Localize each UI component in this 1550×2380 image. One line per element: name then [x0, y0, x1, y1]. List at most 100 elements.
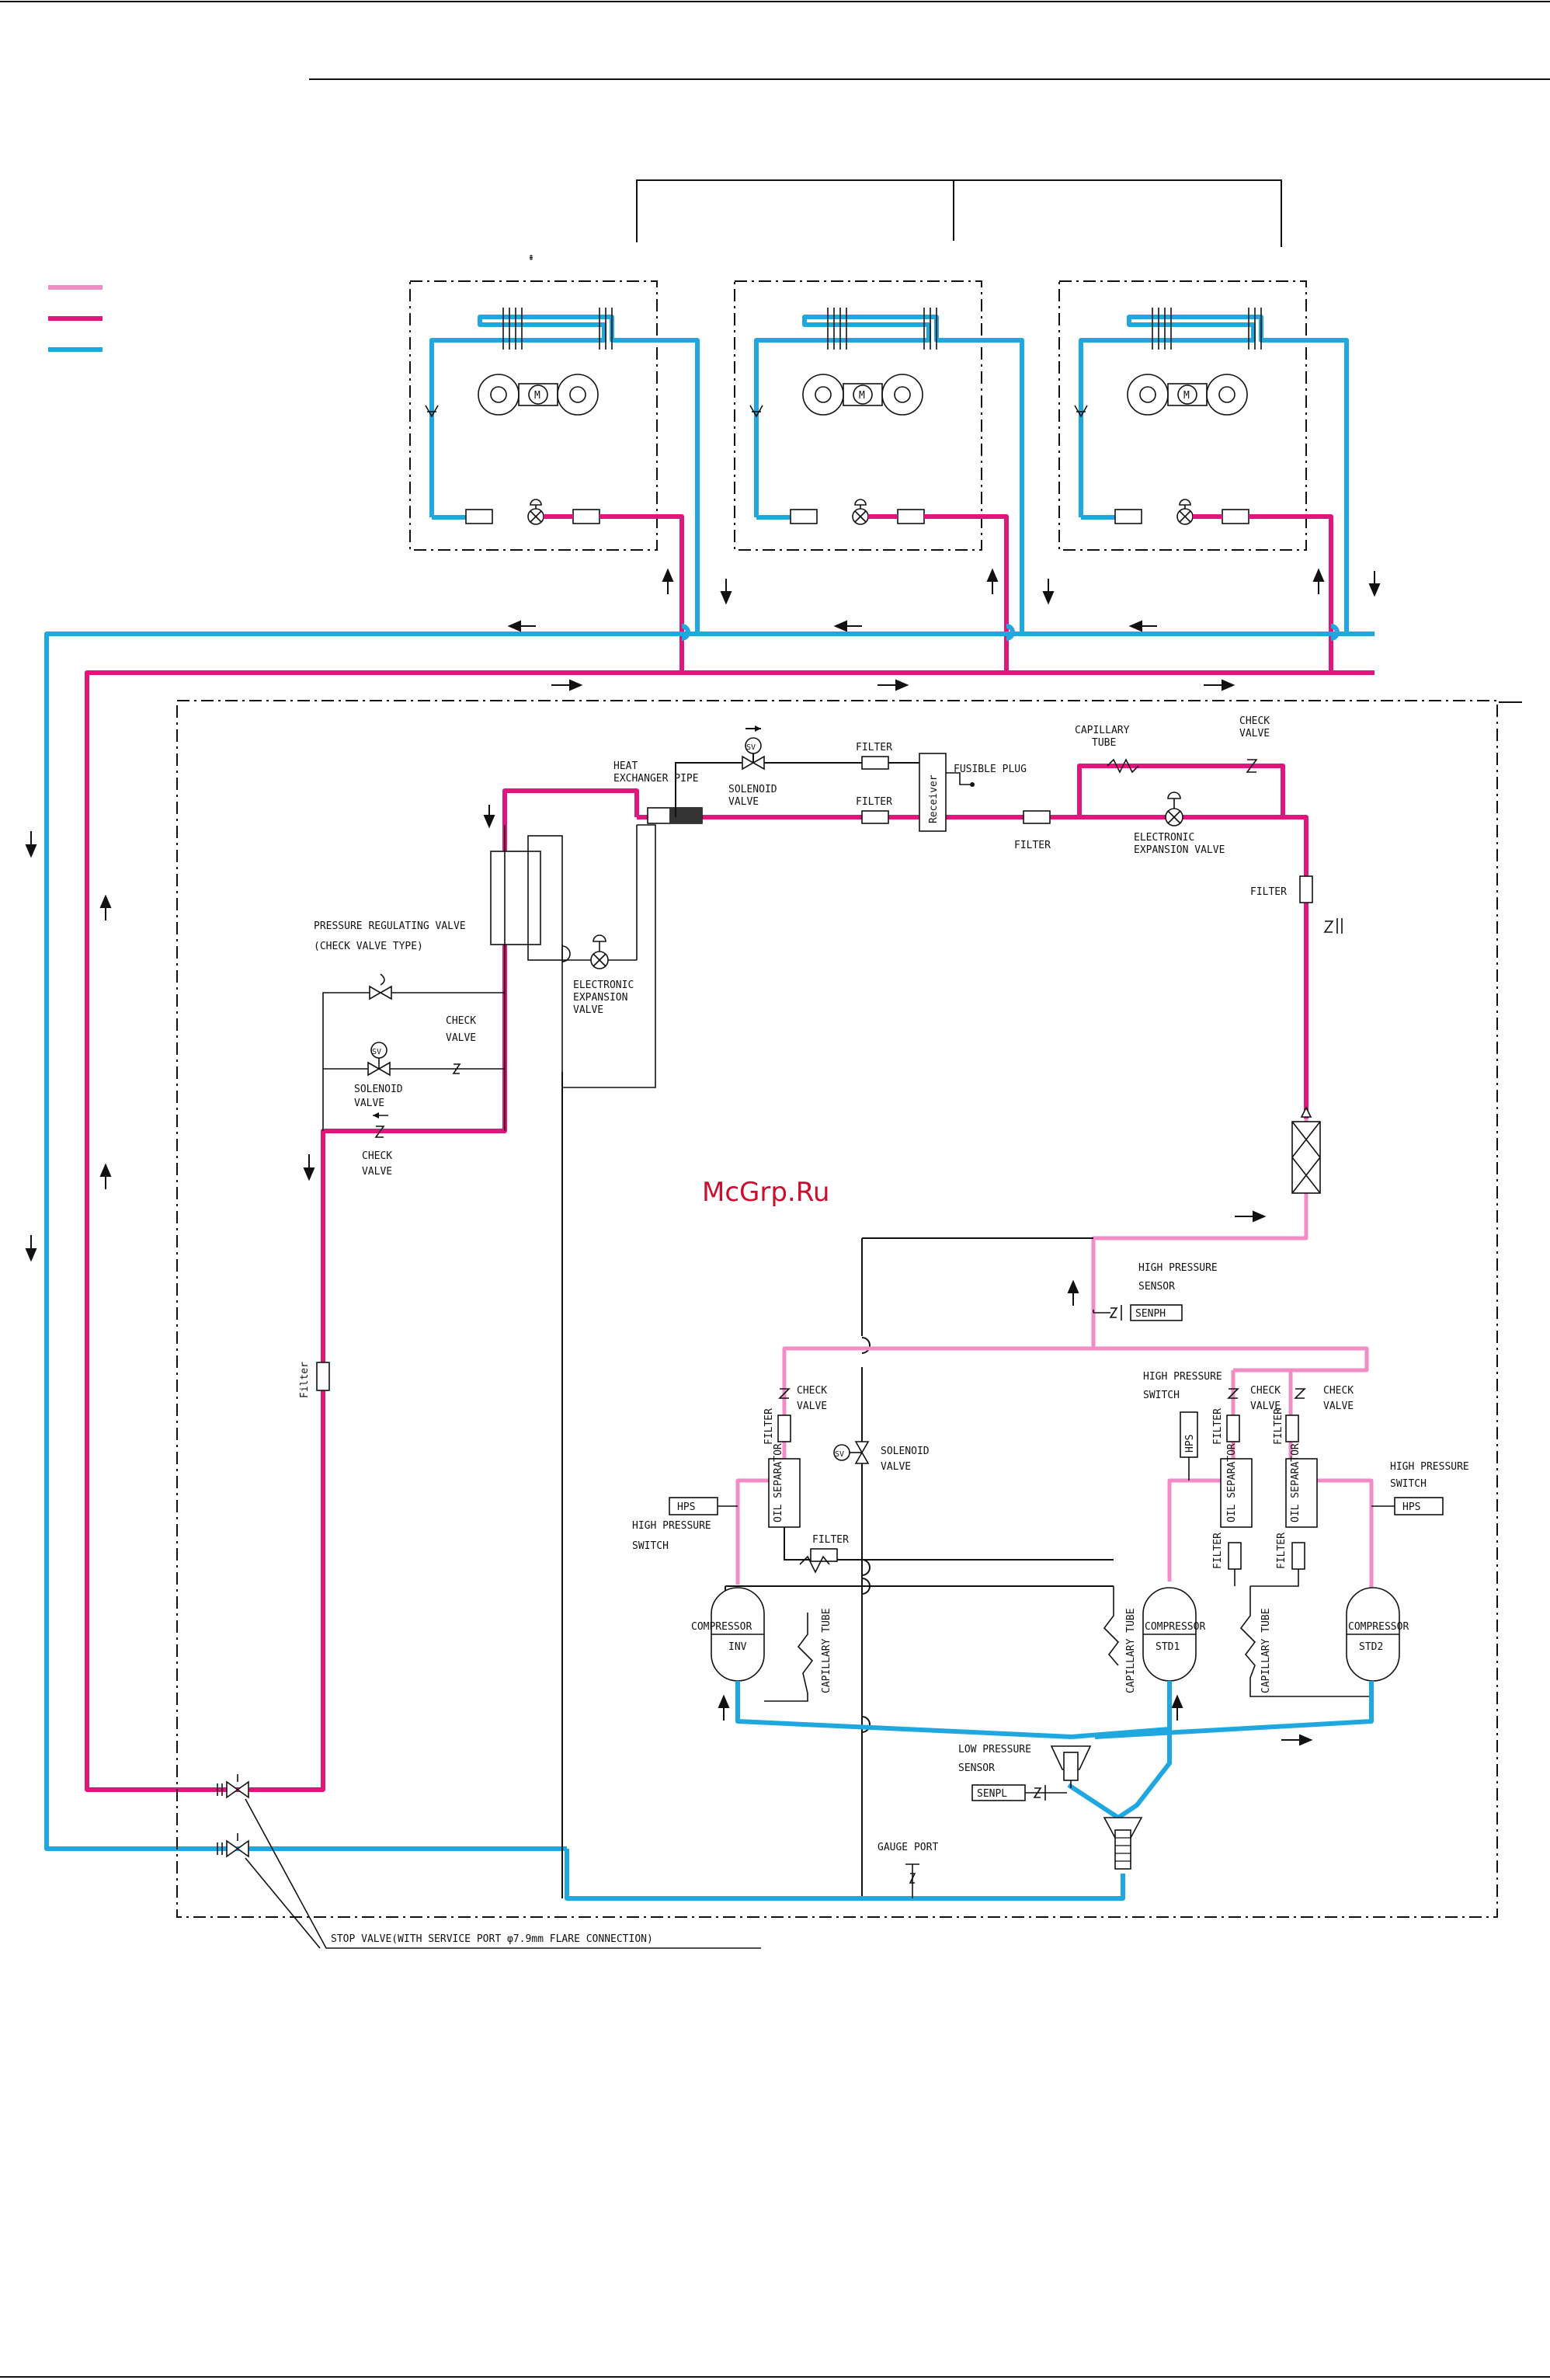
indoor-unit-1: M — [409, 280, 700, 673]
check-left-1-label-2: VALVE — [446, 1032, 476, 1044]
compressor-std1-label: COMPRESSOR — [1145, 1621, 1205, 1633]
main-suction-line — [44, 632, 1374, 1851]
flow-arrows — [25, 568, 1381, 1746]
subcool-heat-exchanger: ELECTRONIC EXPANSION VALVE — [490, 824, 656, 1131]
left-bypass-network: PRESSURE REGULATING VALVE (CHECK VALVE T… — [314, 920, 505, 1178]
senph-label: SENPH — [1135, 1308, 1166, 1320]
lps-label-1: LOW PRESSURE — [958, 1744, 1031, 1755]
heat-exchanger-label-1: HEAT — [613, 760, 638, 772]
accumulator-bottom — [1103, 1817, 1143, 1870]
capillary-top-label-1: CAPILLARY — [1075, 725, 1130, 736]
check-left-1-label-1: CHECK — [446, 1015, 476, 1027]
receiver: Receiver FUSIBLE PLUG — [919, 753, 1027, 832]
legend — [48, 285, 103, 352]
solenoid-top-label-1: SOLENOID — [728, 784, 777, 795]
receiver-label: Receiver — [928, 774, 940, 823]
hps-std2-label: HPS — [1402, 1501, 1420, 1513]
suction-internal-lines — [561, 1072, 1114, 1898]
eev-top: ELECTRONIC EXPANSION VALVE — [1134, 792, 1225, 856]
inv-capillary: CAPILLARY TUBE — [764, 1608, 832, 1702]
filter-liquid: FILTER — [1014, 810, 1051, 851]
filter-std1-label: FILTER — [1212, 1408, 1224, 1445]
top-solenoid-bypass: SV SOLENOID VALVE — [675, 725, 919, 817]
solenoid-top-label-2: VALVE — [728, 796, 759, 808]
compressor-suction-lines — [565, 1681, 1374, 1901]
indoor-unit-bracket: ⇞ — [528, 179, 1282, 263]
std2-branch: CHECK VALVE FILTER OIL SEPARATOR FILTER … — [1239, 1385, 1469, 1697]
eev-left-label-2: EXPANSION — [573, 992, 627, 1004]
filter-right-label: FILTER — [1250, 886, 1287, 898]
check-valve-top: CHECK VALVE — [1239, 715, 1270, 773]
hpsw-std1-label-1: HIGH PRESSURE — [1143, 1371, 1222, 1383]
gauge-port: GAUGE PORT — [878, 1842, 938, 1898]
filter-left-vertical: Filter — [299, 1362, 330, 1398]
filter-inv-label: FILTER — [763, 1408, 775, 1445]
solenoid-mid-label-1: SOLENOID — [881, 1446, 930, 1457]
check-inv-label-2: VALVE — [797, 1401, 827, 1412]
check-left-2-label-2: VALVE — [362, 1166, 392, 1178]
check-std1-label-1: CHECK — [1250, 1385, 1281, 1397]
hps-std1-label: HPS — [1184, 1435, 1196, 1453]
hpsw-inv-label-2: SWITCH — [632, 1540, 669, 1552]
check-inv-label-1: CHECK — [797, 1385, 827, 1397]
outdoor-unit-boundary — [176, 700, 1522, 1918]
check-top-label-1: CHECK — [1239, 715, 1270, 727]
senpl-label: SENPL — [977, 1788, 1007, 1800]
filter-std1b-label: FILTER — [1212, 1533, 1224, 1569]
oil-sep-std1-label: OIL SEPARATOR — [1226, 1443, 1238, 1522]
hpsw-std2-label-2: SWITCH — [1390, 1478, 1427, 1490]
senph-box — [1130, 1304, 1183, 1321]
oil-sep-inv-label: OIL SEPARATOR — [773, 1443, 784, 1522]
oil-separator-std1 — [1220, 1458, 1253, 1528]
check-left-2-label-1: CHECK — [362, 1150, 392, 1162]
capillary-tube-top: CAPILLARY TUBE — [1075, 725, 1139, 774]
motor-icon — [853, 384, 873, 405]
fusible-plug-label: FUSIBLE PLUG — [954, 764, 1027, 775]
eev-top-label-1: ELECTRONIC — [1134, 832, 1194, 844]
eev-left-label-1: ELECTRONIC — [573, 979, 634, 991]
filter-std2b-label: FILTER — [1276, 1533, 1288, 1569]
high-pressure-sensor: SENPH HIGH PRESSURE SENSOR — [1093, 1262, 1218, 1321]
cap-std1-label: CAPILLARY TUBE — [1125, 1608, 1137, 1693]
stop-valve-label: STOP VALVE(WITH SERVICE PORT φ7.9mm FLAR… — [331, 1933, 653, 1945]
watermark: McGrp.Ru — [702, 1177, 829, 1208]
stop-valves: STOP VALVE(WITH SERVICE PORT φ7.9mm FLAR… — [217, 1774, 761, 1949]
hpsw-std1-label-2: SWITCH — [1143, 1390, 1180, 1401]
filter-std2-label: FILTER — [1273, 1408, 1284, 1445]
compressor-inv-label: COMPRESSOR — [691, 1621, 752, 1633]
oil-separator-std2 — [1285, 1458, 1318, 1528]
filter-inv-bypass-label: FILTER — [812, 1534, 849, 1546]
check-std2-label-2: VALVE — [1323, 1401, 1354, 1412]
solenoid-middle: SV SOLENOID VALVE — [833, 1441, 930, 1473]
hpsw-std2-label-1: HIGH PRESSURE — [1390, 1461, 1469, 1473]
compressor-std1: COMPRESSOR STD1 — [1142, 1587, 1205, 1682]
compressor-inv: COMPRESSOR INV — [691, 1587, 765, 1682]
filter-top-2-label: FILTER — [856, 796, 892, 808]
filter-top-2: FILTER — [856, 796, 892, 824]
inv-label: INV — [728, 1641, 747, 1653]
sv-label-left: SV — [372, 1048, 381, 1056]
motor-label: M — [534, 390, 540, 402]
indoor-unit-2: M — [734, 280, 1024, 673]
solenoid-mid-label-2: VALVE — [881, 1461, 911, 1473]
sv-label-top: SV — [746, 743, 756, 752]
check-top-label-2: VALVE — [1239, 728, 1270, 739]
std2-label: STD2 — [1359, 1641, 1383, 1653]
oil-separator-inv — [768, 1458, 801, 1528]
sv-icon — [745, 737, 762, 754]
std1-branch: HPS HIGH PRESSURE SWITCH CHECK VALVE FIL… — [1103, 1371, 1281, 1693]
compressor-std2-label: COMPRESSOR — [1348, 1621, 1409, 1633]
std1-label: STD1 — [1156, 1641, 1180, 1653]
motor-icon — [1177, 384, 1197, 405]
check-std1-label-2: VALVE — [1250, 1401, 1281, 1412]
low-pressure-sensor: SENPL LOW PRESSURE SENSOR — [958, 1744, 1067, 1801]
capillary-top-label-2: TUBE — [1092, 737, 1116, 749]
hps-sensor-label-1: HIGH PRESSURE — [1138, 1262, 1218, 1274]
filter-right: FILTER — [1250, 875, 1343, 934]
check-std2-label-1: CHECK — [1323, 1385, 1354, 1397]
filter-top-1-label: FILTER — [856, 742, 892, 753]
compressor-std2: COMPRESSOR STD2 — [1346, 1587, 1409, 1682]
solenoid-left-label-1: SOLENOID — [354, 1084, 403, 1095]
outdoor-heat-exchanger-right — [1291, 1106, 1321, 1194]
motor-label: M — [859, 390, 865, 402]
